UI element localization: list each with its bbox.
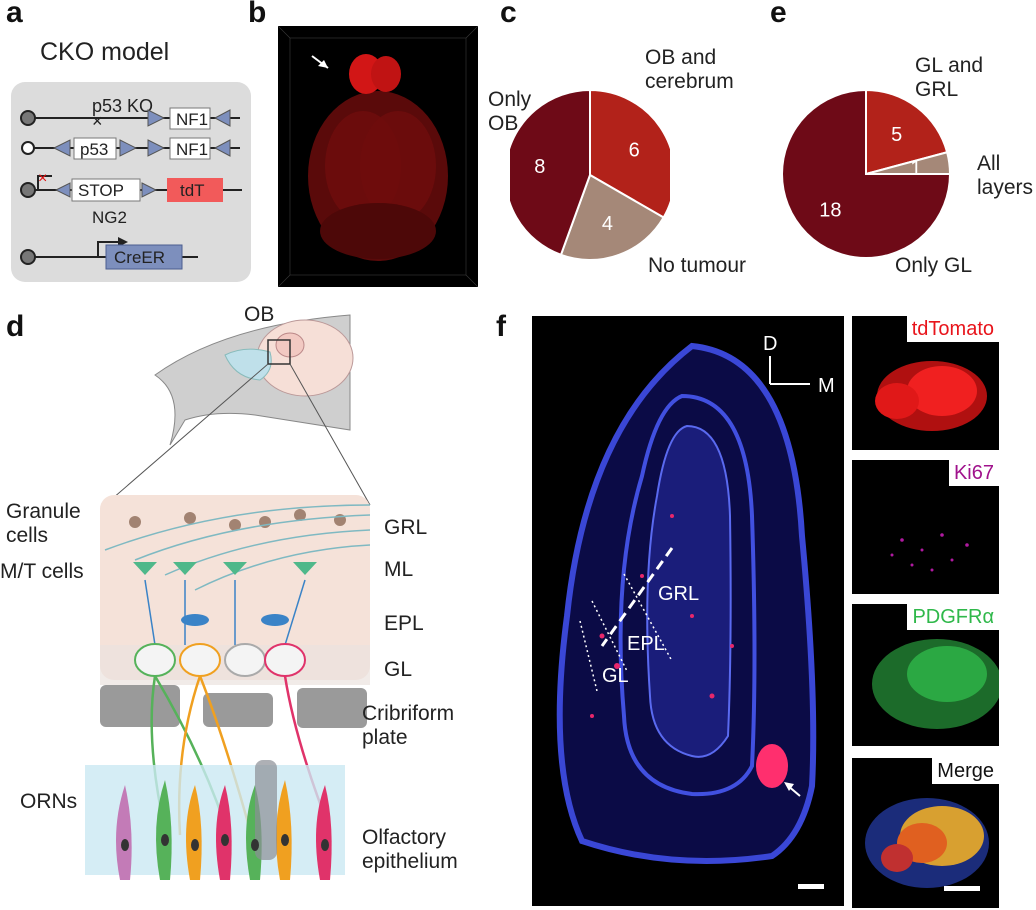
label-gl: GL	[384, 658, 413, 681]
pie-chart-e: 51 18	[781, 88, 952, 259]
section-epl-label: EPL	[627, 633, 665, 655]
svg-text:×: ×	[92, 111, 103, 131]
label-epl: EPL	[384, 612, 424, 635]
channel-label-merge: Merge	[932, 758, 999, 784]
pie-c-value-label-2: 8	[534, 156, 545, 178]
channel-label-tdtomato: tdTomato	[906, 316, 999, 342]
svg-text:p53: p53	[80, 140, 108, 159]
p53ko-label: p53 KO	[92, 96, 153, 116]
svg-text:tdT: tdT	[180, 181, 205, 200]
compass-m-label: M	[818, 375, 835, 397]
channel-label-pdgfra: PDGFRα	[907, 604, 999, 630]
pie-c-value-label-1: 4	[602, 213, 613, 235]
panel-a-label: a	[6, 0, 23, 29]
channel-panel-ki67: Ki67	[852, 460, 999, 594]
label-mt-cells: M/T cells	[0, 560, 84, 583]
section-grl-label: GRL	[658, 583, 699, 605]
pie-e-slice-0	[865, 88, 949, 176]
channel-panel-merge: Merge	[852, 758, 999, 908]
label-grl: GRL	[384, 516, 428, 539]
label-ob: OB	[244, 303, 275, 326]
pie-c-legend-ob-cerebrum: OB and cerebrum	[645, 46, 734, 93]
pie-e-legend-only-gl: Only GL	[895, 254, 973, 277]
pie-c-value-label-0: 6	[629, 140, 640, 162]
pie-e-value-label-1: 1	[910, 157, 921, 179]
channel-panel-pdgfra: PDGFRα	[852, 604, 999, 746]
compass-d-label: D	[763, 333, 777, 355]
label-olfactory-epithelium: Olfactory epithelium	[362, 826, 458, 873]
label-orns: ORNs	[20, 790, 78, 813]
svg-text:NF1: NF1	[176, 110, 208, 129]
cko-title: CKO model	[40, 38, 170, 66]
label-ml: ML	[384, 558, 414, 581]
channel-panel-tdtomato: tdTomato	[852, 316, 999, 450]
svg-text:NG2: NG2	[92, 208, 127, 227]
label-cribriform-plate: Cribriform plate	[362, 702, 455, 749]
pie-chart-c: 6 4 8	[510, 88, 670, 261]
pie-c-slice-2	[510, 88, 591, 257]
olfactory-bulb-section-image: D M GRL EPL GL	[532, 316, 844, 906]
pie-c-legend-only-ob: Only OB	[488, 88, 532, 135]
olfactory-bulb-schematic	[85, 314, 371, 880]
pie-e-value-label-0: 5	[891, 124, 902, 146]
panel-c-label: c	[500, 0, 517, 29]
svg-text:CreER: CreER	[114, 248, 165, 267]
svg-text:×: ×	[38, 170, 47, 187]
channel-label-ki67: Ki67	[948, 460, 999, 486]
label-granule-cells: Granule cells	[6, 500, 81, 547]
pie-e-value-label-2: 18	[819, 200, 841, 222]
brain-3d-image	[278, 26, 478, 287]
svg-text:NF1: NF1	[176, 140, 208, 159]
cko-construct-diagram: p53 KO × NF1 p53 NF1 × STOP tdT NG2 CreE…	[11, 82, 251, 282]
panel-f-label: f	[496, 310, 506, 343]
pie-e-slice-2	[781, 88, 952, 259]
panel-b-label: b	[248, 0, 267, 29]
svg-text:STOP: STOP	[78, 181, 124, 200]
section-gl-label: GL	[602, 665, 629, 687]
pie-e-legend-all-layers: All layers	[977, 152, 1034, 199]
panel-d-label: d	[6, 310, 25, 343]
pie-e-legend-gl-grl: GL and GRL	[915, 54, 984, 101]
pie-c-slice-1	[559, 173, 665, 261]
pie-c-legend-no-tumour: No tumour	[648, 254, 747, 277]
panel-e-label: e	[770, 0, 787, 29]
